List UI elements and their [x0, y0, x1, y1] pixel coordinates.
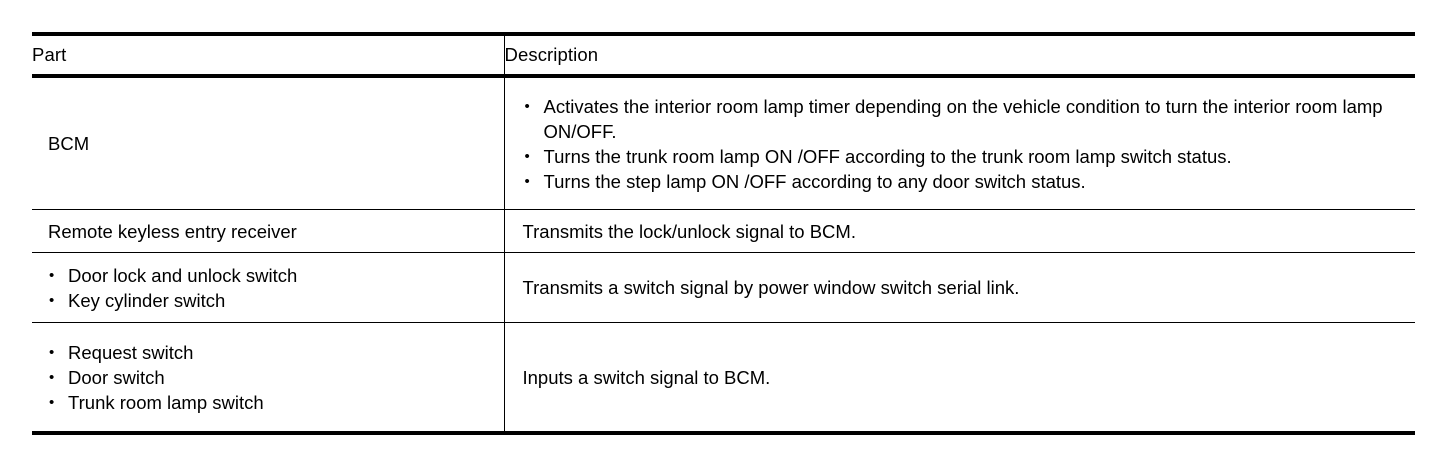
cell-part: Remote keyless entry receiver: [32, 209, 505, 253]
part-bullet-list: Door lock and unlock switch Key cylinder…: [48, 263, 494, 313]
table-row: Remote keyless entry receiver Transmits …: [32, 209, 1415, 253]
cell-part: BCM: [32, 76, 505, 210]
table-row: Request switch Door switch Trunk room la…: [32, 322, 1415, 435]
table-body: BCM Activates the interior room lamp tim…: [32, 76, 1415, 435]
cell-description: Activates the interior room lamp timer d…: [504, 76, 1415, 210]
table-header-row: Part Description: [32, 32, 1415, 78]
cell-part: Door lock and unlock switch Key cylinder…: [32, 252, 505, 323]
part-description-table: Part Description BCM Activates the inter…: [32, 32, 1415, 435]
part-bullet-list: Request switch Door switch Trunk room la…: [48, 340, 494, 415]
cell-description: Transmits a switch signal by power windo…: [504, 252, 1415, 323]
table-row: BCM Activates the interior room lamp tim…: [32, 76, 1415, 210]
list-item: Door switch: [48, 365, 494, 390]
part-label: Remote keyless entry receiver: [48, 220, 297, 242]
list-item: Request switch: [48, 340, 494, 365]
cell-description: Inputs a switch signal to BCM.: [504, 322, 1415, 435]
list-item: Key cylinder switch: [48, 288, 494, 313]
description-bullet-list: Activates the interior room lamp timer d…: [523, 94, 1408, 194]
part-label: BCM: [48, 133, 90, 154]
description-text: Transmits a switch signal by power windo…: [522, 277, 1020, 298]
list-item: Activates the interior room lamp timer d…: [523, 94, 1408, 144]
table-row: Door lock and unlock switch Key cylinder…: [32, 252, 1415, 323]
cell-part: Request switch Door switch Trunk room la…: [32, 322, 505, 435]
list-item: Turns the step lamp ON /OFF according to…: [523, 169, 1408, 194]
list-item: Trunk room lamp switch: [48, 390, 494, 415]
column-header-part: Part: [32, 32, 505, 78]
column-header-description: Description: [504, 32, 1415, 78]
list-item: Turns the trunk room lamp ON /OFF accord…: [523, 144, 1408, 169]
description-text: Transmits the lock/unlock signal to BCM.: [522, 220, 856, 242]
cell-description: Transmits the lock/unlock signal to BCM.: [504, 209, 1415, 253]
table-header: Part Description: [32, 32, 1415, 78]
description-text: Inputs a switch signal to BCM.: [522, 366, 771, 388]
list-item: Door lock and unlock switch: [48, 263, 494, 288]
